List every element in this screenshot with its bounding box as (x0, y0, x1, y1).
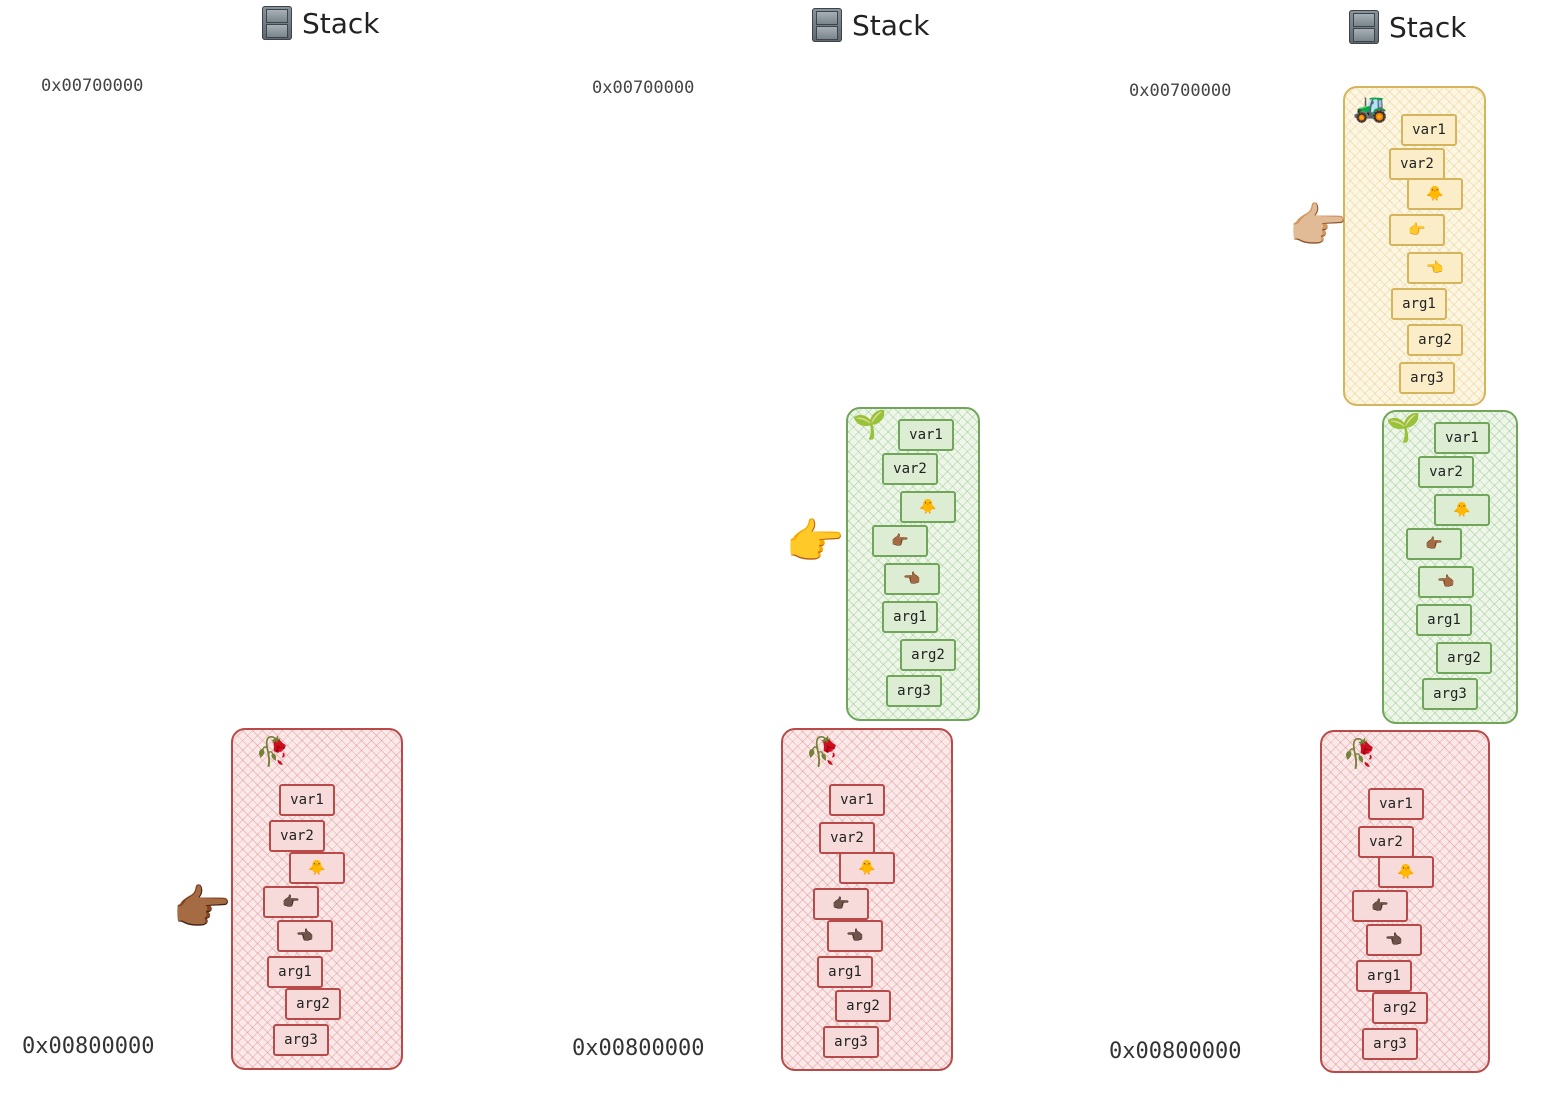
slot-arg2: arg2 (1372, 992, 1428, 1024)
slot-chick: 🐥 (1378, 856, 1434, 888)
address-top: 0x00700000 (41, 76, 144, 96)
address-bottom: 0x00800000 (572, 1036, 705, 1061)
slot-var1: var1 (1368, 788, 1424, 820)
slot-pointer-left: 👈 (1407, 252, 1463, 284)
slot-pointer-left: 👈🏿 (827, 920, 883, 952)
stack-frame-red: 🥀 var1 var2 🐥 👉🏿 👈🏿 arg1 arg2 arg3 (1320, 730, 1490, 1073)
slot-pointer-left: 👈🏿 (277, 920, 333, 952)
file-cabinet-icon (1349, 10, 1379, 44)
slot-var1: var1 (279, 784, 335, 816)
stack-frame-green: 🌱 var1 var2 🐥 👉🏾 👈🏾 arg1 arg2 arg3 (1382, 410, 1518, 724)
stack-pointer-icon: 👉🏾 (172, 880, 232, 936)
slot-pointer-right: 👉🏿 (813, 888, 869, 920)
slot-pointer-right: 👉🏾 (872, 525, 928, 557)
slot-arg2: arg2 (1436, 642, 1492, 674)
slot-pointer-right: 👉 (1389, 214, 1445, 246)
stack-pointer-icon: 👉🏼 (1288, 198, 1348, 254)
wilted-rose-icon: 🥀 (255, 735, 290, 768)
slot-pointer-left: 👈🏾 (884, 563, 940, 595)
stack-panel-2: Stack 0x00700000 0x00800000 🌱 var1 var2 … (519, 0, 1038, 1096)
panel-title: Stack (812, 8, 930, 42)
slot-arg1: arg1 (1391, 288, 1447, 320)
slot-var2: var2 (819, 822, 875, 854)
slot-var1: var1 (898, 419, 954, 451)
panel-title: Stack (262, 6, 380, 40)
slot-pointer-right: 👉🏿 (1352, 890, 1408, 922)
panel-title: Stack (1349, 10, 1467, 44)
slot-arg1: arg1 (1356, 960, 1412, 992)
stack-panel-3: Stack 0x00700000 0x00800000 🚜 var1 var2 … (1038, 0, 1557, 1096)
slot-arg3: arg3 (273, 1024, 329, 1056)
slot-pointer-right: 👉🏾 (1406, 528, 1462, 560)
slot-chick: 🐥 (839, 852, 895, 884)
slot-arg2: arg2 (900, 639, 956, 671)
slot-var2: var2 (269, 820, 325, 852)
slot-arg3: arg3 (1422, 678, 1478, 710)
slot-arg1: arg1 (1416, 604, 1472, 636)
slot-var1: var1 (1401, 114, 1457, 146)
slot-arg3: arg3 (1399, 362, 1455, 394)
stack-panel-1: Stack 0x00700000 0x00800000 🥀 var1 var2 … (0, 0, 519, 1096)
slot-pointer-left: 👈🏾 (1418, 566, 1474, 598)
slot-var1: var1 (1434, 422, 1490, 454)
slot-var2: var2 (1389, 148, 1445, 180)
slot-arg1: arg1 (267, 956, 323, 988)
slot-chick: 🐥 (900, 491, 956, 523)
slot-arg3: arg3 (823, 1026, 879, 1058)
panel-title-text: Stack (302, 6, 380, 40)
address-top: 0x00700000 (1129, 81, 1232, 101)
slot-pointer-left: 👈🏿 (1366, 924, 1422, 956)
address-bottom: 0x00800000 (1109, 1039, 1242, 1064)
slot-arg3: arg3 (886, 675, 942, 707)
panel-title-text: Stack (1389, 10, 1467, 44)
wilted-rose-icon: 🥀 (1342, 737, 1377, 770)
address-bottom: 0x00800000 (22, 1034, 155, 1059)
slot-pointer-right: 👉🏿 (263, 886, 319, 918)
stack-frame-yellow: 🚜 var1 var2 🐥 👉 👈 arg1 arg2 arg3 (1343, 86, 1486, 406)
slot-arg2: arg2 (285, 988, 341, 1020)
slot-chick: 🐥 (1434, 494, 1490, 526)
slot-arg2: arg2 (1407, 324, 1463, 356)
wilted-rose-icon: 🥀 (805, 735, 840, 768)
address-top: 0x00700000 (592, 78, 695, 98)
slot-chick: 🐥 (289, 852, 345, 884)
panel-title-text: Stack (852, 8, 930, 42)
file-cabinet-icon (812, 8, 842, 42)
slot-var1: var1 (829, 784, 885, 816)
slot-var2: var2 (882, 453, 938, 485)
slot-chick: 🐥 (1407, 178, 1463, 210)
slot-arg1: arg1 (882, 601, 938, 633)
file-cabinet-icon (262, 6, 292, 40)
stack-frame-red: 🥀 var1 var2 🐥 👉🏿 👈🏿 arg1 arg2 arg3 (231, 728, 403, 1070)
slot-arg3: arg3 (1362, 1028, 1418, 1060)
slot-arg2: arg2 (835, 990, 891, 1022)
slot-arg1: arg1 (817, 956, 873, 988)
seedling-icon: 🌱 (1386, 411, 1421, 444)
seedling-icon: 🌱 (852, 408, 887, 441)
stack-frame-green: 🌱 var1 var2 🐥 👉🏾 👈🏾 arg1 arg2 arg3 (846, 407, 980, 721)
stack-pointer-icon: 👉 (785, 514, 845, 570)
tractor-icon: 🚜 (1353, 91, 1388, 124)
slot-var2: var2 (1418, 456, 1474, 488)
stack-frame-red: 🥀 var1 var2 🐥 👉🏿 👈🏿 arg1 arg2 arg3 (781, 728, 953, 1071)
slot-var2: var2 (1358, 826, 1414, 858)
